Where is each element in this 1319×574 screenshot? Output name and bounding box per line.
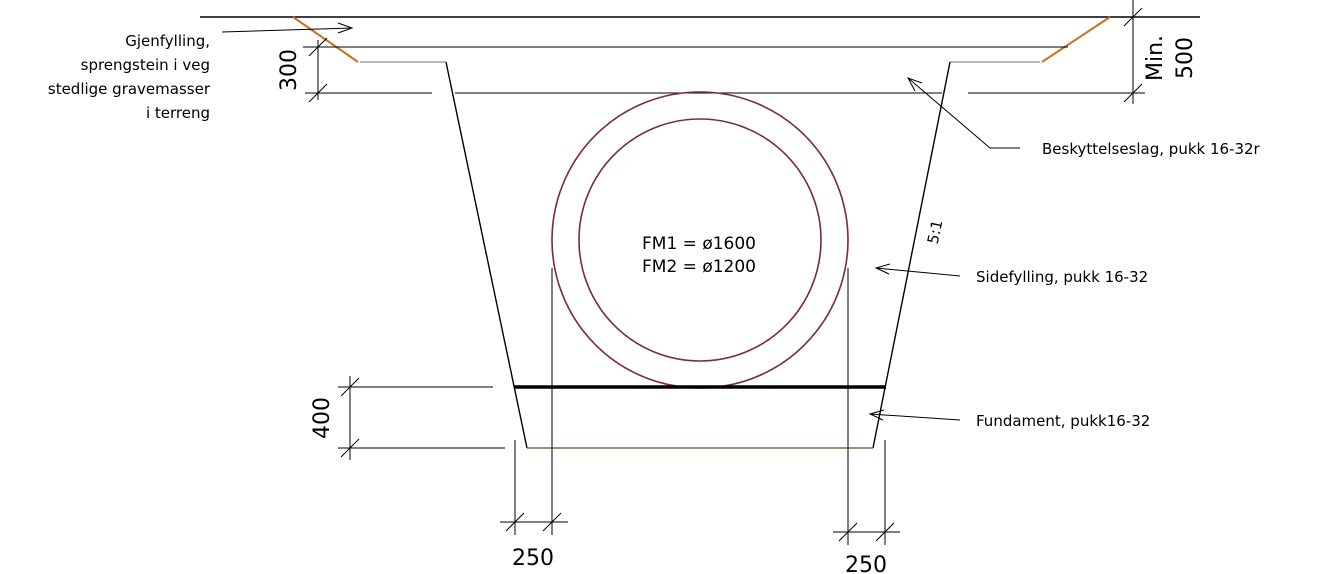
label-fundament: Fundament, pukk16-32: [976, 412, 1150, 430]
label-gjenfylling-1: Gjenfylling,: [125, 32, 210, 50]
dim-250-left-tick-b: [542, 512, 562, 532]
label-fm2: FM2 = ø1200: [642, 257, 756, 277]
leader-beskyttelseslag-arrow: [906, 77, 923, 92]
dim-min-text-line1: Min.: [1143, 35, 1168, 81]
label-sidefylling: Sidefylling, pukk 16-32: [976, 268, 1148, 286]
dim-250-right-tick-b: [875, 522, 895, 542]
leader-sidefylling-arrow: [874, 263, 891, 275]
dim-400-tick-top: [340, 377, 360, 397]
label-gjenfylling-2: sprengstein i veg: [81, 56, 210, 74]
dim-min-tick-bottom: [1123, 83, 1143, 103]
dim-400-text: 400: [310, 397, 335, 439]
trench-wall-left: [445, 61, 528, 449]
dim-300-text: 300: [277, 49, 302, 91]
dim-250-right-tick-a: [838, 522, 858, 542]
label-fm1: FM1 = ø1600: [642, 234, 756, 254]
dim-min-tick-top: [1123, 7, 1143, 27]
leader-gjenfylling: [221, 27, 353, 33]
leader-beskyttelseslag: [907, 77, 1020, 149]
pipe-inner-wall: [578, 118, 822, 362]
trench-wall-right: [872, 61, 951, 449]
label-beskyttelseslag: Beskyttelseslag, pukk 16-32r: [1042, 140, 1261, 158]
dim-300-tick-top: [308, 37, 328, 57]
dim-min-text-line2: 500: [1173, 37, 1198, 79]
backfill-slope-right: [1041, 16, 1111, 63]
label-gjenfylling-3: stedlige gravemasser: [48, 80, 211, 98]
label-slope: 5:1: [924, 218, 947, 245]
leader-fundament: [869, 413, 961, 421]
leader-fundament-arrow: [868, 409, 885, 421]
dim-250-left-tick-a: [505, 512, 525, 532]
leader-sidefylling: [875, 267, 961, 277]
dim-250-right-text: 250: [845, 553, 887, 574]
leader-gjenfylling-arrow: [337, 22, 354, 34]
dim-400-tick-bottom: [340, 438, 360, 458]
dim-300-tick-bottom: [308, 83, 328, 103]
dim-250-left-text: 250: [512, 546, 554, 571]
label-gjenfylling-4: i terreng: [146, 104, 210, 122]
